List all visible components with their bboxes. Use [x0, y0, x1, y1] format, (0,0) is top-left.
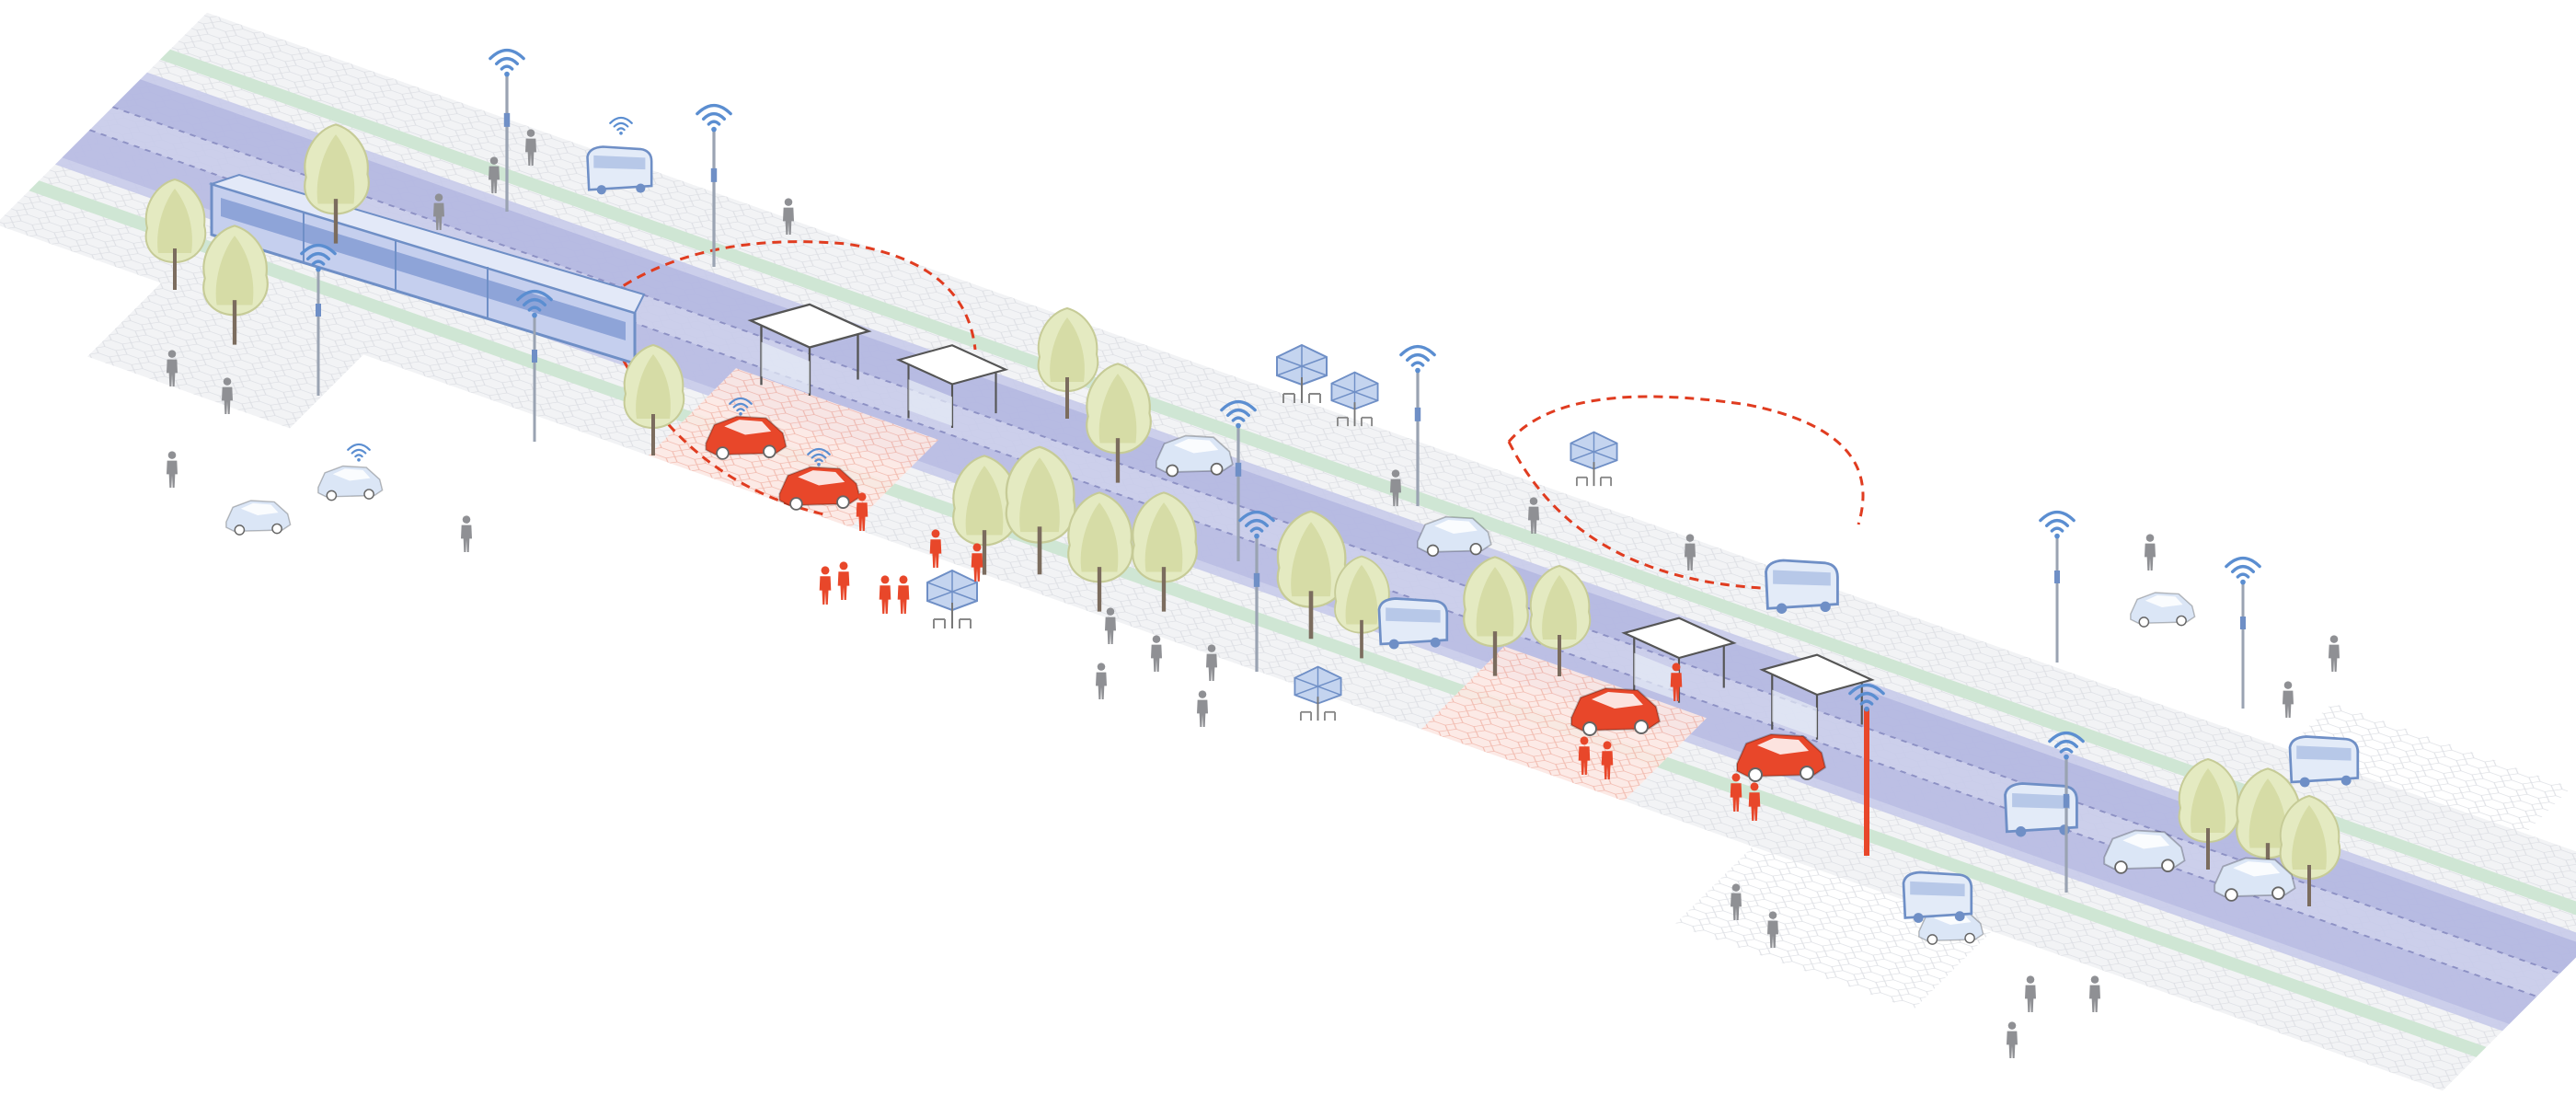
person	[1096, 663, 1107, 699]
person	[167, 451, 178, 488]
smart-poles	[300, 48, 2261, 893]
person	[2025, 975, 2036, 1012]
cafe-umbrella	[1330, 371, 1379, 428]
connection-arc-west	[597, 240, 977, 351]
person	[2145, 534, 2156, 571]
cafe-umbrella	[1276, 344, 1328, 404]
smart-pole-active	[1864, 709, 1869, 856]
cafe-umbrella	[926, 570, 978, 629]
autonomous-shuttle	[1764, 559, 1840, 616]
car	[316, 465, 384, 501]
connected-zone-west	[649, 368, 938, 527]
connected-zone-east	[1421, 646, 1707, 801]
person-highlighted	[897, 575, 910, 614]
wifi-icon	[1399, 344, 1436, 374]
person	[1197, 690, 1208, 727]
wifi-icon	[489, 48, 525, 77]
person-highlighted	[837, 561, 850, 600]
wifi-icon	[2225, 556, 2261, 585]
person	[2283, 681, 2294, 718]
car	[2129, 591, 2196, 628]
green-strip-north	[160, 49, 2576, 927]
person-highlighted	[819, 566, 832, 605]
car	[224, 499, 292, 536]
autonomous-shuttle	[1377, 596, 1449, 651]
person	[2089, 975, 2100, 1012]
autonomous-shuttle	[1902, 870, 1973, 925]
road-lane-north	[112, 79, 2576, 974]
connection-arc-east	[1507, 395, 1865, 525]
person-highlighted	[879, 575, 891, 614]
person	[1151, 635, 1162, 672]
wifi-icon	[347, 443, 371, 462]
connection-arc-east-ground	[1507, 441, 1795, 591]
wifi-icon	[609, 116, 633, 135]
cafe-umbrella	[1294, 665, 1342, 722]
person	[461, 515, 472, 552]
person	[2007, 1021, 2018, 1058]
cross-street-west-pattern	[87, 282, 363, 429]
wifi-icon	[2039, 510, 2076, 539]
cross-street-east	[1674, 846, 1992, 1009]
smart-pole	[2054, 534, 2060, 663]
cross-street-north	[2286, 702, 2571, 834]
smart-pole	[2240, 580, 2246, 709]
cafe-umbrella	[1570, 431, 1618, 488]
autonomous-shuttle	[2288, 734, 2360, 790]
autonomous-shuttle	[585, 144, 654, 197]
wifi-icon	[696, 103, 732, 133]
person	[2329, 635, 2340, 672]
